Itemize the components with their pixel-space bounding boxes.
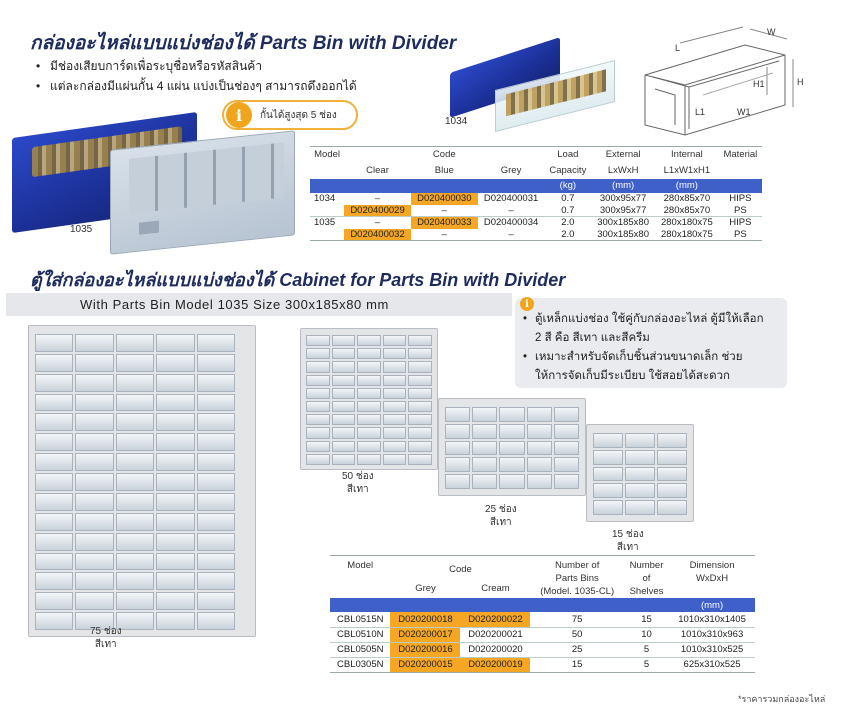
model-banner: With Parts Bin Model 1035 Size 300x185x8… bbox=[6, 293, 512, 316]
table-row: CBL0510N D020200017 D020200021 50 10 101… bbox=[330, 626, 755, 642]
info-icon: i bbox=[226, 102, 252, 128]
cabinet-25-image bbox=[438, 398, 586, 496]
feature-item: แต่ละกล่องมีแผ่นกั้น 4 แผ่น แบ่งเป็นช่อง… bbox=[36, 76, 357, 96]
cabinet-50-image bbox=[300, 328, 438, 470]
dim-label-W: W bbox=[767, 27, 776, 37]
feature-list: มีช่องเสียบการ์ดเพื่อระบุชื่อหรือรหัสสิน… bbox=[36, 56, 357, 96]
col-grey: Grey bbox=[415, 583, 436, 595]
col-external-dim: LxWxH bbox=[607, 165, 639, 176]
cabinet-50-caption: 50 ช่อง สีเทา bbox=[342, 471, 374, 495]
bin-1034-photo bbox=[450, 35, 625, 132]
cabinet-info-item: ตู้เหล็กแบ่งช่อง ใช้คู่กับกล่องอะไหล่ ตู… bbox=[523, 310, 773, 348]
col-material: Material bbox=[718, 146, 762, 163]
col-grey: Grey bbox=[500, 165, 522, 176]
cabinet-info-item: เหมาะสำหรับจัดเก็บชิ้นส่วนขนาดเล็ก ช่วยใ… bbox=[523, 348, 773, 386]
cabinet-25-drawers bbox=[445, 407, 579, 489]
table-row: D020400032 – – 2.0 300x185x80 280x180x75… bbox=[310, 228, 762, 241]
unit-external: (mm) bbox=[591, 178, 655, 193]
bin-1035-photo bbox=[10, 111, 300, 255]
unit-internal: (mm) bbox=[655, 178, 719, 193]
col-bins: Number of Parts Bins (Model. 1035-CL) bbox=[540, 560, 615, 597]
col-code: Code bbox=[449, 563, 472, 575]
cabinet-15-caption: 15 ช่อง สีเทา bbox=[612, 529, 644, 553]
col-shelves: Number of Shelves bbox=[629, 560, 664, 597]
col-internal: Internal bbox=[655, 146, 719, 163]
cabinet-75-image bbox=[28, 325, 256, 637]
table-row: CBL0505N D020200016 D020200020 25 5 1010… bbox=[330, 641, 755, 657]
table-row: 1034 – D020400030 D020400031 0.7 300x95x… bbox=[314, 192, 752, 205]
table-row: CBL0515N D020200018 D020200022 75 15 101… bbox=[330, 612, 755, 627]
cabinet-15-drawers bbox=[593, 433, 687, 515]
section1-title: กล่องอะไหล่แบบแบ่งช่องได้ Parts Bin with… bbox=[30, 33, 457, 54]
info-icon: i bbox=[520, 297, 534, 311]
bin-1035-label: 1035 bbox=[70, 224, 93, 235]
cabinet-info-box: ตู้เหล็กแบ่งช่อง ใช้คู่กับกล่องอะไหล่ ตู… bbox=[515, 298, 787, 388]
cabinet-spec-table: Model Code Number of Parts Bins (Model. … bbox=[330, 555, 755, 673]
col-model: Model bbox=[347, 560, 374, 571]
col-code: Code bbox=[344, 146, 545, 163]
col-capacity: Capacity bbox=[549, 165, 587, 176]
section2-title: ตู้ใส่กล่องอะไหล่แบบแบ่งช่องได้ Cabinet … bbox=[30, 270, 566, 290]
price-footnote: *ราคารวมกล่องอะไหล่ bbox=[738, 694, 826, 704]
cabinet-25-caption: 25 ช่อง สีเทา bbox=[485, 504, 517, 528]
cabinet-75-caption: 75 ช่อง สีเทา bbox=[90, 626, 122, 650]
cabinet-50-drawers bbox=[306, 335, 432, 465]
feature-item: มีช่องเสียบการ์ดเพื่อระบุชื่อหรือรหัสสิน… bbox=[36, 56, 357, 76]
dim-label-H1: H1 bbox=[753, 79, 765, 89]
bin-1034-label: 1034 bbox=[445, 116, 468, 127]
dim-label-L1: L1 bbox=[695, 107, 705, 117]
cabinet-info-list: ตู้เหล็กแบ่งช่อง ใช้คู่กับกล่องอะไหล่ ตู… bbox=[523, 310, 773, 386]
dim-label-H: H bbox=[797, 77, 804, 87]
unit-dimension: (mm) bbox=[669, 598, 755, 612]
col-external: External bbox=[591, 146, 655, 163]
col-dimension: Dimension WxDxH bbox=[689, 560, 735, 584]
bin-dimension-diagram: L W H H1 L1 W1 bbox=[644, 26, 804, 136]
divider-note-text: กั้นได้สูงสุด 5 ช่อง bbox=[260, 109, 337, 121]
col-cream: Cream bbox=[481, 583, 510, 595]
divider-note-pill: i กั้นได้สูงสุด 5 ช่อง bbox=[222, 100, 358, 130]
unit-load: (kg) bbox=[544, 178, 592, 193]
col-internal-dim: L1xW1xH1 bbox=[663, 165, 711, 176]
dim-label-W1: W1 bbox=[737, 107, 751, 117]
cabinet-75-drawers bbox=[35, 334, 235, 630]
col-blue: Blue bbox=[434, 165, 454, 176]
cabinet-15-image bbox=[586, 424, 694, 522]
grey-bin-image bbox=[110, 130, 295, 255]
col-model: Model bbox=[310, 146, 345, 163]
col-load: Load bbox=[544, 146, 592, 163]
table-row: CBL0305N D020200015 D020200019 15 5 625x… bbox=[330, 656, 755, 672]
dim-label-L: L bbox=[675, 43, 680, 53]
parts-bin-spec-table: Model Code Load External Internal Materi… bbox=[310, 146, 762, 241]
table-row: 1035 – D020400033 D020400034 2.0 300x185… bbox=[310, 216, 762, 229]
col-clear: Clear bbox=[366, 165, 389, 176]
table-row: D020400029 – – 0.7 300x95x77 280x85x70 P… bbox=[310, 204, 762, 217]
